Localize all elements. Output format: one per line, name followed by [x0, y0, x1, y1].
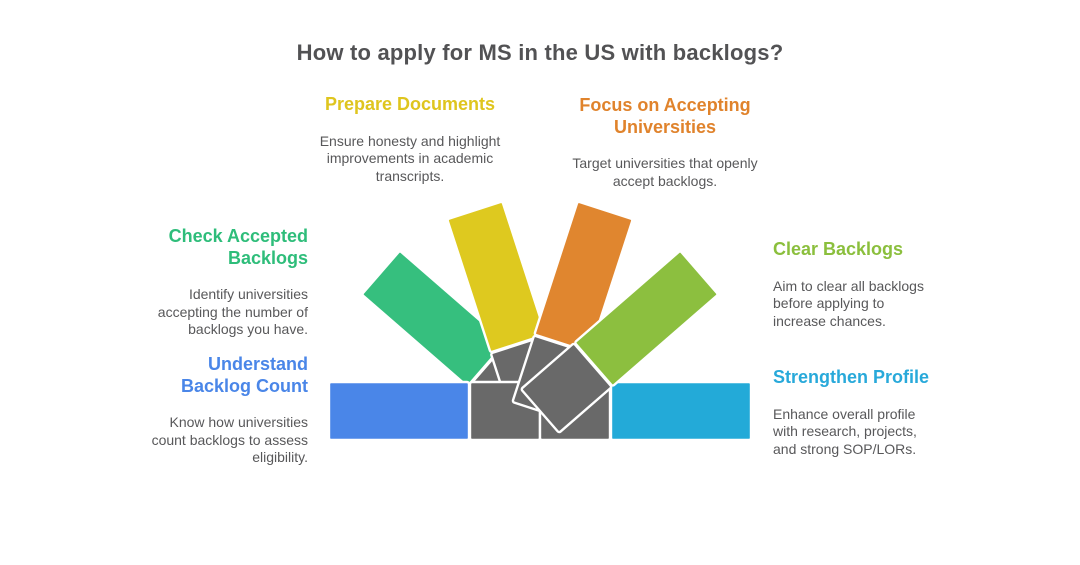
body-line: accepting the number of — [157, 303, 308, 320]
body-line: transcripts. — [375, 167, 445, 184]
page-title: How to apply for MS in the US with backl… — [296, 40, 784, 65]
heading-line: Backlogs — [227, 247, 308, 268]
body-line: Ensure honesty and highlight — [319, 132, 501, 149]
body-line: eligibility. — [252, 449, 308, 465]
section-heading: Understand Backlog Count — [152, 354, 308, 397]
body-line: Target universities that openly — [572, 155, 758, 171]
fan-blade-lime — [520, 250, 719, 434]
body-line: Aim to clear all backlogs — [773, 277, 924, 294]
section-heading: Clear Backlogs — [773, 239, 924, 261]
body-line: and strong SOP/LORs. — [773, 440, 917, 457]
section-body: Know how universities count backlogs to … — [152, 414, 308, 467]
body-line: Identify universities — [188, 286, 308, 302]
blade-arm-cyan — [609, 380, 753, 442]
heading-line: Backlog Count — [180, 375, 308, 396]
section-clear-backlogs: Clear Backlogs Aim to clear all backlogs… — [773, 239, 924, 330]
section-body: Enhance overall profile with research, p… — [773, 406, 929, 459]
section-heading: Prepare Documents — [292, 94, 528, 116]
body-line: improvements in academic — [326, 150, 494, 166]
body-line: increase chances. — [773, 312, 886, 329]
section-heading: Strengthen Profile — [773, 367, 929, 389]
section-strengthen-profile: Strengthen Profile Enhance overall profi… — [773, 367, 929, 458]
heading-line: Check Accepted — [168, 226, 308, 246]
heading-line: Universities — [613, 116, 717, 137]
section-body: Aim to clear all backlogs before applyin… — [773, 278, 924, 331]
section-focus-on-accepting-universities: Focus on Accepting Universities Target u… — [547, 95, 783, 190]
heading-line: Prepare Documents — [324, 94, 496, 114]
section-body: Identify universities accepting the numb… — [158, 286, 308, 339]
fan-blade-blue — [327, 380, 542, 442]
section-check-accepted-backlogs: Check Accepted Backlogs Identify univers… — [158, 226, 308, 339]
body-line: Know how universities — [169, 414, 308, 430]
heading-line: Strengthen Profile — [773, 367, 930, 387]
body-line: with research, projects, — [773, 423, 917, 439]
blade-hub-lime — [520, 342, 613, 434]
heading-line: Focus on Accepting — [579, 95, 751, 115]
section-body: Target universities that openly accept b… — [547, 155, 783, 190]
blade-arm-blue — [327, 380, 471, 442]
section-heading: Check Accepted Backlogs — [158, 226, 308, 269]
heading-line: Understand — [207, 354, 308, 374]
section-heading: Focus on Accepting Universities — [547, 95, 783, 138]
heading-line: Clear Backlogs — [773, 239, 904, 259]
body-line: count backlogs to assess — [151, 431, 308, 448]
section-body: Ensure honesty and highlight improvement… — [292, 133, 528, 186]
body-line: backlogs you have. — [188, 321, 308, 337]
section-understand-backlog-count: Understand Backlog Count Know how univer… — [152, 354, 308, 467]
body-line: before applying to — [773, 295, 885, 311]
body-line: accept backlogs. — [612, 172, 718, 189]
section-prepare-documents: Prepare Documents Ensure honesty and hig… — [292, 94, 528, 185]
body-line: Enhance overall profile — [773, 405, 916, 422]
